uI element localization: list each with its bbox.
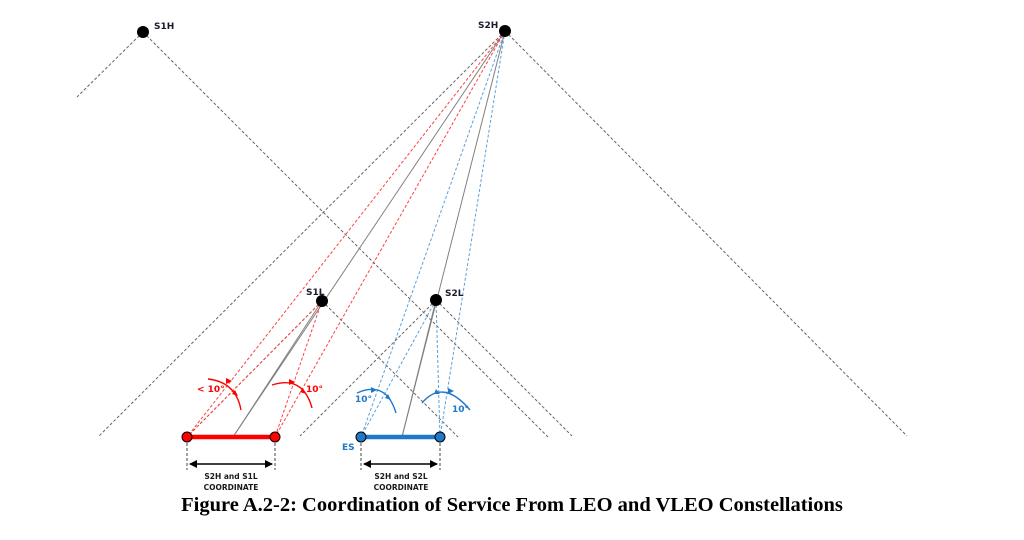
satellite-s1h: S1H [137, 22, 174, 38]
blue-arrowhead-4 [448, 388, 454, 394]
blue-angle-label-right: 10° [452, 405, 469, 415]
red-arrowhead-2 [232, 390, 238, 396]
s1h-marker [137, 26, 149, 38]
blue-ray-s2h-left [360, 30, 506, 438]
s1l-coverage-cone [187, 300, 459, 438]
red-angle-arc-right [271, 381, 313, 409]
blue-angle-arc-right [421, 391, 471, 411]
red-ray-s2h-right [274, 30, 506, 438]
satellite-s2l: S2L [430, 289, 464, 306]
red-coordination-rays [186, 30, 506, 438]
blue-zone-label-line2: COORDINATE [374, 483, 429, 492]
s1h-label: S1H [154, 22, 174, 32]
earth-station-marker [355, 431, 367, 443]
blue-angle-label-left: 10° [355, 395, 372, 405]
red-zone-left-endpoint [181, 431, 193, 443]
blue-angle-arcs [356, 388, 471, 414]
red-zone-dimension: S2H and S1L COORDINATE [186, 443, 276, 492]
blue-arc-arrows [371, 387, 454, 400]
s2h-marker [499, 25, 511, 37]
red-ray-s1l-left [186, 300, 323, 438]
s2l-line-to-blue-zone [401, 299, 437, 438]
s2h-line-to-red-zone [232, 30, 506, 438]
blue-coordination-rays [360, 30, 506, 438]
s2h-label: S2H [478, 21, 498, 31]
blue-ray-s2l-right [435, 299, 441, 438]
red-arc-arrows [226, 378, 306, 396]
blue-ray-s2l-left [360, 299, 437, 438]
s1h-cone-left-edge [76, 31, 144, 98]
s1l-cone-right-edge [321, 300, 459, 438]
s1l-line-to-red-zone [232, 300, 323, 438]
red-zone-right-endpoint [269, 431, 281, 443]
s2h-coverage-cone [97, 30, 908, 438]
s2l-marker [430, 294, 442, 306]
blue-arrowhead-2 [385, 394, 391, 400]
s2h-cone-right-edge [504, 30, 908, 437]
figure-caption: Figure A.2-2: Coordination of Service Fr… [181, 494, 843, 516]
red-ray-s1l-right [274, 300, 323, 438]
s2l-cone-left-edge [299, 299, 437, 437]
red-angle-arcs [207, 378, 313, 411]
blue-coordination-zone [355, 431, 446, 443]
red-arrowhead-4 [300, 388, 306, 394]
blue-arrowhead-1 [371, 387, 377, 393]
red-ray-s2h-left [186, 30, 506, 438]
s1l-marker [316, 295, 328, 307]
blue-arrowhead-3 [434, 389, 440, 394]
s2l-cone-right-edge [435, 299, 573, 437]
s1h-cone-right-edge [142, 31, 549, 438]
red-angle-label-left: < 10° [197, 385, 225, 395]
satellite-s2h: S2H [478, 21, 511, 37]
blue-zone-right-endpoint [434, 431, 446, 443]
blue-ray-s2h-right [439, 30, 506, 438]
s1h-coverage-cone [76, 31, 549, 438]
s2h-boresight-lines [232, 30, 506, 438]
blue-zone-label-line1: S2H and S2L [374, 472, 428, 481]
red-zone-label-line2: COORDINATE [204, 483, 259, 492]
blue-angle-arc-left [356, 388, 397, 414]
red-coordination-zone [181, 431, 281, 443]
red-zone-label-line1: S2H and S1L [204, 472, 258, 481]
earth-station-label: ES [342, 443, 355, 453]
blue-zone-dimension: S2H and S2L COORDINATE [360, 443, 441, 492]
red-arrowhead-3 [289, 379, 295, 385]
s2h-cone-left-edge [97, 30, 506, 438]
satellite-s1l: S1L [306, 288, 328, 307]
red-angle-label-right: 10° [306, 385, 323, 395]
s2l-label: S2L [445, 289, 464, 299]
s1l-label: S1L [306, 288, 325, 298]
red-arrowhead-1 [226, 378, 232, 384]
red-angle-arc-left [207, 378, 242, 411]
